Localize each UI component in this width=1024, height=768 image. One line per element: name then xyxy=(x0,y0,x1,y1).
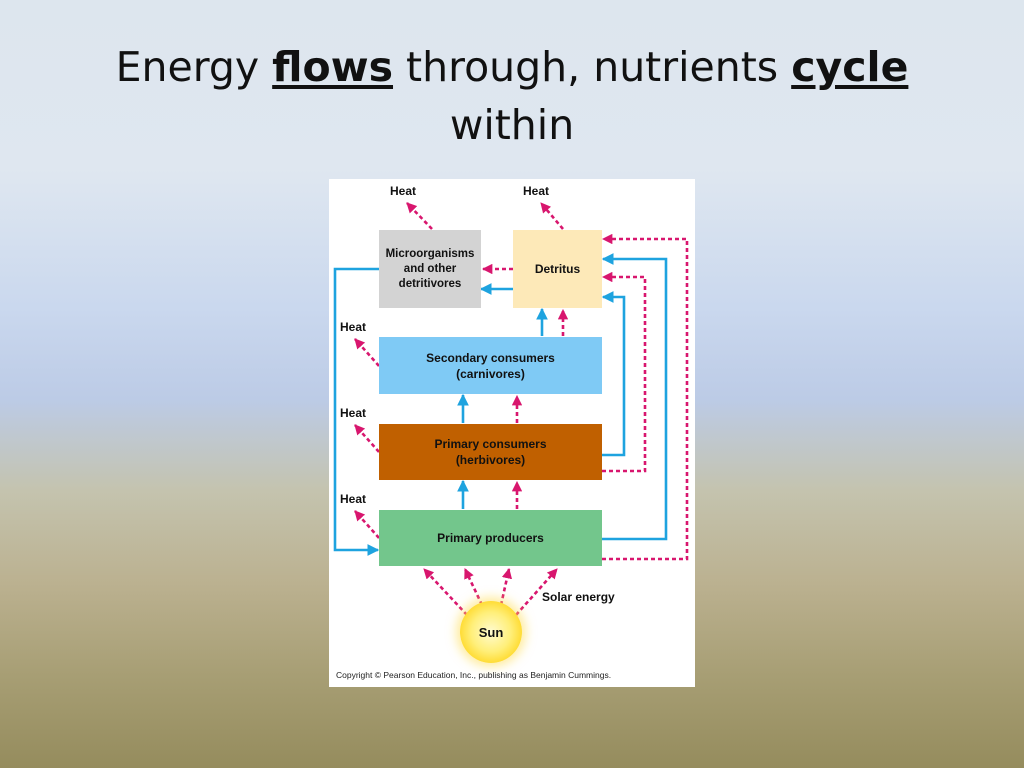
nutrient-arrow-micro-to-producers xyxy=(333,267,380,556)
title-emphasis-flows: flows xyxy=(272,43,394,91)
nutrient-arrow-primary-to-detritus xyxy=(601,291,626,457)
sun-label: Sun xyxy=(478,624,504,640)
copyright-notice: Copyright © Pearson Education, Inc., pub… xyxy=(336,670,612,680)
energy-arrow-secondary-loop xyxy=(601,271,647,473)
heat-label-producers: Heat xyxy=(340,492,367,506)
diagram-arrows xyxy=(333,202,689,616)
microorganisms-box: Microorganisms and other detritivores xyxy=(379,230,481,308)
detritus-box: Detritus xyxy=(513,230,602,308)
solar-arrow-2 xyxy=(463,568,484,606)
heat-arrow-detritus xyxy=(540,202,564,230)
heat-arrow-secondary xyxy=(354,338,380,367)
heat-arrow-micro xyxy=(406,202,433,230)
heat-label-primary-consumers: Heat xyxy=(340,406,367,420)
energy-nutrient-diagram: Microorganisms and other detritivores De… xyxy=(329,179,695,687)
title-line-2: within xyxy=(449,101,575,149)
title-line-1: Energy flows through, nutrients cycle xyxy=(115,43,909,91)
title-emphasis-cycle: cycle xyxy=(791,43,909,91)
nutrient-arrows xyxy=(333,253,668,556)
energy-arrows xyxy=(354,202,689,616)
sun-icon: Sun xyxy=(460,601,522,663)
primary-consumers-box: Primary consumers (herbivores) xyxy=(379,424,602,480)
secondary-consumers-box: Secondary consumers (carnivores) xyxy=(379,337,602,394)
solar-arrow-3 xyxy=(499,567,513,606)
slide-title: Energy flows through, nutrients cycle wi… xyxy=(0,38,1024,154)
heat-arrow-primary-consumers xyxy=(354,424,380,453)
nutrient-arrow-producers-to-detritus xyxy=(601,253,668,541)
solar-arrow-4 xyxy=(515,568,558,616)
primary-producers-box: Primary producers xyxy=(379,510,602,566)
heat-label-detritus: Heat xyxy=(523,184,550,198)
heat-label-micro: Heat xyxy=(390,184,417,198)
heat-arrow-producers xyxy=(354,510,380,539)
energy-arrow-producers-loop xyxy=(601,233,689,561)
heat-label-secondary: Heat xyxy=(340,320,367,334)
solar-energy-label: Solar energy xyxy=(542,590,615,604)
solar-arrow-1 xyxy=(423,568,468,616)
